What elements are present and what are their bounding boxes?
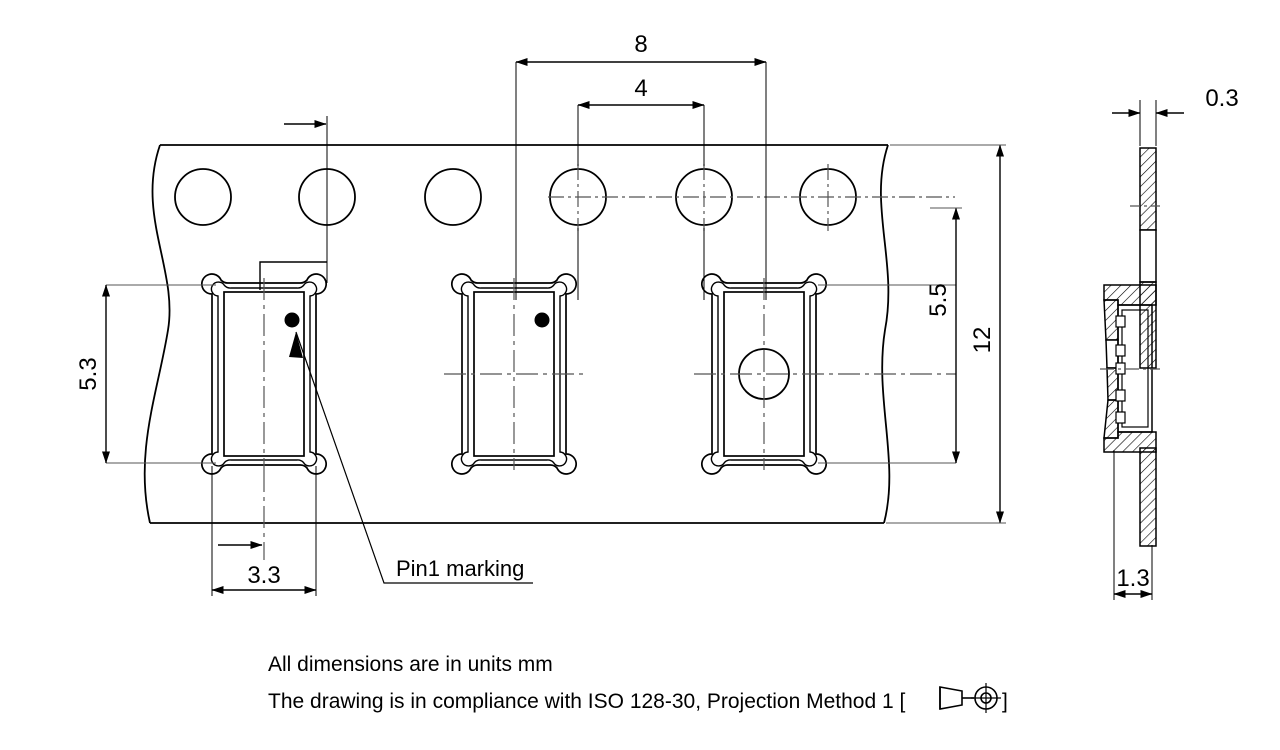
dimension-3-3-label: 3.3 [247,562,280,589]
dimension-8-label: 8 [634,31,647,58]
dimension-1-3-label: 1.3 [1116,565,1149,592]
extension-lines-left [106,284,216,464]
tape-outline [143,144,891,524]
extension-lines-bottom [211,466,317,596]
units-note: All dimensions are in units mm [268,653,553,676]
dimension-3-3: 3.3 [211,541,317,594]
dimension-5-3: 5.3 [75,284,110,464]
dimension-5-5: 5.5 [925,207,960,464]
dimension-1-3: 1.3 [1113,450,1153,600]
pocket-wall-section [1103,284,1157,453]
dimension-0-3: 0.3 [1112,85,1239,146]
section-view-carrier-tape [1100,147,1160,547]
top-view-carrier-tape [106,62,956,596]
dimension-12-label: 12 [969,327,996,354]
dimension-8: 8 [515,31,767,66]
extension-lines-top [515,62,767,300]
sprocket-datum-leader [259,116,328,290]
pocket-centerlines [263,278,956,470]
sprocket-hole [424,168,482,226]
dimension-5-3-label: 5.3 [75,357,102,390]
extension-lines-right [818,284,956,464]
iso-first-angle-projection-symbol [939,683,1001,713]
standard-note-close: ] [1002,690,1008,713]
pin1-marking-label: Pin1 marking [396,556,524,581]
pin1-marking-leader: Pin1 marking [289,331,533,584]
sprocket-hole [174,168,232,226]
pin1-marking-dot [284,312,300,328]
standard-note: The drawing is in compliance with ISO 12… [268,690,905,713]
pin1-marking-dot [534,312,550,328]
dimension-12: 12 [886,144,1006,524]
dimension-0-3-label: 0.3 [1205,85,1238,112]
dimension-5-5-label: 5.5 [925,283,952,316]
sprocket-centerlines-vertical [577,164,829,231]
dimension-4: 4 [577,75,705,109]
tape-lower-flange [1139,447,1157,547]
dimension-4-label: 4 [634,75,647,102]
